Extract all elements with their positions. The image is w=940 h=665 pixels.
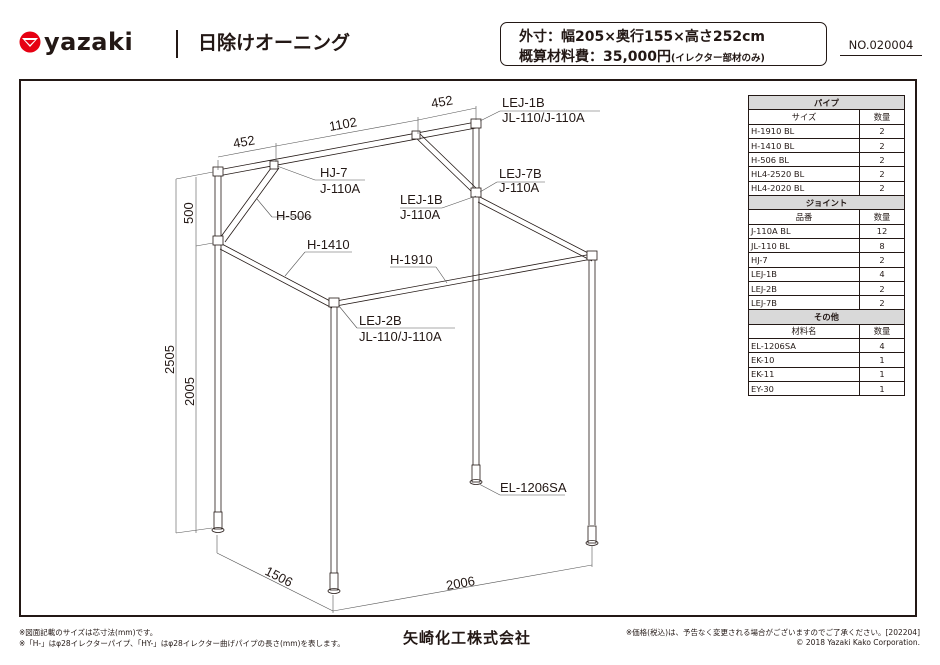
section-pipes: パイプ — [748, 94, 905, 111]
callout-lej7b: LEJ-7B — [499, 166, 542, 181]
callout-lej2b: LEJ-2B — [359, 313, 402, 328]
document-number: NO.020004 — [840, 38, 922, 56]
spec-box: 外寸：幅205×奥行155×高さ252cm 概算材料費：35,000円(イレクタ… — [500, 22, 827, 66]
brand-name: yazaki — [44, 28, 134, 56]
callout-el1206sa: EL-1206SA — [500, 480, 567, 495]
dim-depth: 1506 — [263, 563, 296, 589]
callout-h1410: H-1410 — [307, 237, 350, 252]
drawing-frame — [19, 79, 917, 617]
dim-top-left: 452 — [232, 132, 256, 151]
spec-size: 外寸：幅205×奥行155×高さ252cm — [519, 29, 766, 45]
dim-width: 2006 — [445, 573, 476, 593]
page-title: 日除けオーニング — [198, 32, 351, 54]
callout-lej1b-top-joints: JL-110/J-110A — [502, 110, 585, 125]
yazaki-logo-icon — [19, 31, 41, 53]
section-others: その他 — [748, 309, 905, 325]
callout-lej1b-top: LEJ-1B — [502, 95, 545, 110]
callout-lej1b-mid: LEJ-1B — [400, 192, 443, 207]
dim-height-total: 2505 — [162, 345, 177, 374]
col-qty: 数量 — [859, 209, 905, 225]
callout-hj7: HJ-7 — [320, 165, 347, 180]
post-back-right — [585, 258, 599, 546]
post-front-right — [327, 305, 341, 594]
brand-logo: yazaki — [19, 28, 134, 56]
section-joints: ジョイント — [748, 195, 905, 211]
post-back-left — [469, 124, 483, 485]
price-note: ※価格(税込)は、予告なく変更される場合がございますのでご了承ください。[202… — [625, 628, 920, 637]
dim-height-upper: 500 — [181, 202, 196, 224]
dim-height-lower: 2005 — [182, 377, 197, 406]
col-name: 材料名 — [748, 323, 860, 340]
callout-h506: H-506 — [276, 208, 311, 223]
footnote-dimensions: ※図面記載のサイズは芯寸法(mm)です。 — [19, 628, 158, 637]
callout-lej2b-joints: JL-110/J-110A — [359, 329, 442, 344]
copyright: © 2018 Yazaki Kako Corporation. — [796, 638, 920, 647]
col-qty: 数量 — [859, 109, 905, 125]
spec-cost-label: 概算材料費：35,000円 — [519, 49, 672, 65]
col-name: サイズ — [748, 109, 860, 125]
title-divider — [176, 30, 178, 58]
callout-lej1b-mid-joint: J-110A — [400, 207, 441, 222]
footnote-pipe-codes: ※「H-」はφ28イレクターパイプ、「HY-」はφ28イレクター曲げパイプの長さ… — [19, 639, 345, 648]
company-name: 矢崎化工株式会社 — [403, 629, 532, 647]
col-name: 品番 — [748, 209, 860, 225]
spec-cost: 概算材料費：35,000円(イレクター部材のみ) — [519, 46, 765, 66]
callout-lej7b-joint: J-110A — [499, 180, 540, 195]
col-qty: 数量 — [859, 323, 905, 340]
spec-cost-note: (イレクター部材のみ) — [671, 53, 765, 64]
post-front-left — [211, 176, 225, 533]
callout-hj7-joint: J-110A — [320, 181, 361, 196]
dim-top-middle: 1102 — [328, 114, 358, 134]
dim-top-right: 452 — [430, 92, 454, 111]
callout-h1910: H-1910 — [390, 252, 433, 267]
